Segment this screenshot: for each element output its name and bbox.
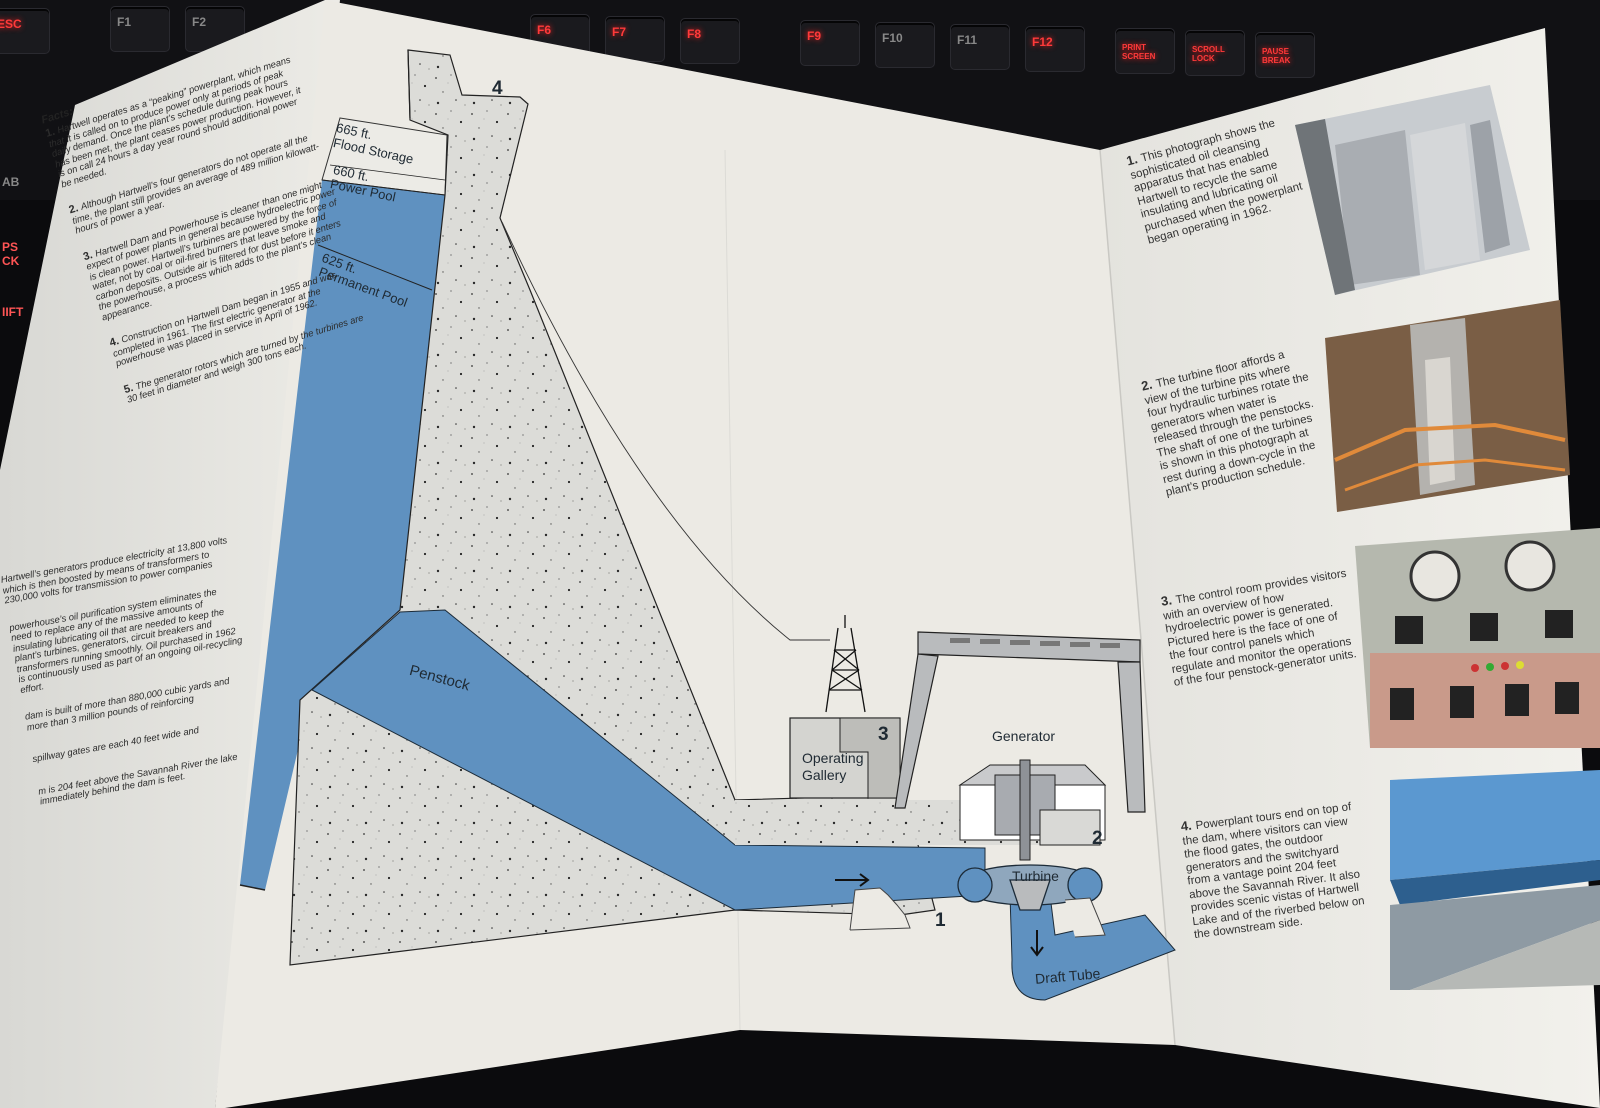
power-pool-line (321, 179, 446, 196)
key-label: PAUSE BREAK (1262, 47, 1291, 65)
turbine-label: Turbine (1012, 868, 1059, 884)
reservoir-floor-line (239, 884, 266, 891)
key-side-label: IIFT (2, 305, 24, 319)
key-label: F6 (537, 23, 552, 37)
key-scroll-lock: SCROLL LOCK (1185, 30, 1245, 76)
key-f8: F8 (680, 18, 740, 64)
key-label: F12 (1032, 35, 1053, 49)
stairs-right (1064, 897, 1106, 938)
key-label: F7 (612, 25, 627, 39)
key-label: F10 (882, 31, 903, 45)
operating-gallery-label-2: Gallery (802, 767, 847, 783)
flow-down-arrow-icon (1030, 930, 1044, 957)
photo-caption-4: 4.Powerplant tours end on top of the dam… (1180, 798, 1374, 943)
key-side-label: CK (2, 254, 20, 268)
key-side-label: AB (2, 175, 20, 189)
key-label: F9 (807, 29, 822, 43)
draft-tube (1009, 894, 1176, 1001)
turbine-floor-photo (1325, 300, 1570, 512)
cable-line (501, 221, 830, 641)
marker-3: 3 (878, 724, 889, 745)
flood-pool-line (329, 164, 446, 181)
key-f9: F9 (800, 20, 860, 66)
marker-4: 4 (492, 78, 503, 99)
key-f11: F11 (950, 24, 1010, 70)
key-label: F11 (957, 33, 978, 47)
stairs-left (849, 887, 911, 931)
key-f10: F10 (875, 22, 935, 68)
caption-text: Powerplant tours end on top of the dam, … (1181, 801, 1366, 942)
generator-unit (958, 759, 1107, 861)
caption-number: 4. (1179, 817, 1193, 834)
flow-arrow-icon (835, 873, 870, 887)
key-print-screen: PRINT SCREEN (1115, 28, 1175, 74)
marker-1: 1 (935, 910, 946, 931)
key-f1: F1 (110, 6, 170, 52)
control-panel-photo (1355, 528, 1600, 748)
key-pause-break: PAUSE BREAK (1255, 32, 1315, 78)
key-label: F8 (687, 27, 702, 41)
facts-panel-lower: Hartwell’s generators produce electricit… (0, 534, 270, 824)
reservoir-water (240, 180, 445, 890)
key-label: PRINT SCREEN (1122, 43, 1156, 61)
left-panel (0, 0, 340, 1108)
generator-label: Generator (992, 728, 1056, 744)
intake-tower (825, 615, 866, 713)
dam-crest-edge (407, 49, 411, 119)
permanent-pool-line (317, 244, 433, 291)
key-label: F2 (192, 15, 207, 29)
gantry-crane (894, 631, 1146, 813)
dam-top-photo (1390, 770, 1600, 990)
caption-number: 3. (1159, 592, 1173, 609)
oil-cleansing-apparatus-photo (1295, 85, 1530, 295)
caption-number: 2. (1139, 376, 1154, 394)
key-label: SCROLL LOCK (1192, 45, 1225, 63)
operating-gallery-label-1: Operating (802, 750, 864, 766)
key-label: F1 (117, 15, 132, 29)
key-f12: F12 (1025, 26, 1085, 72)
key-side-label: PS (2, 240, 19, 254)
turbine (957, 864, 1103, 911)
key-label: ESC (0, 17, 22, 31)
key-esc: ESC (0, 8, 50, 54)
operating-gallery-inner (839, 717, 901, 799)
marker-2: 2 (1092, 828, 1103, 849)
fold-line (1099, 149, 1176, 1046)
